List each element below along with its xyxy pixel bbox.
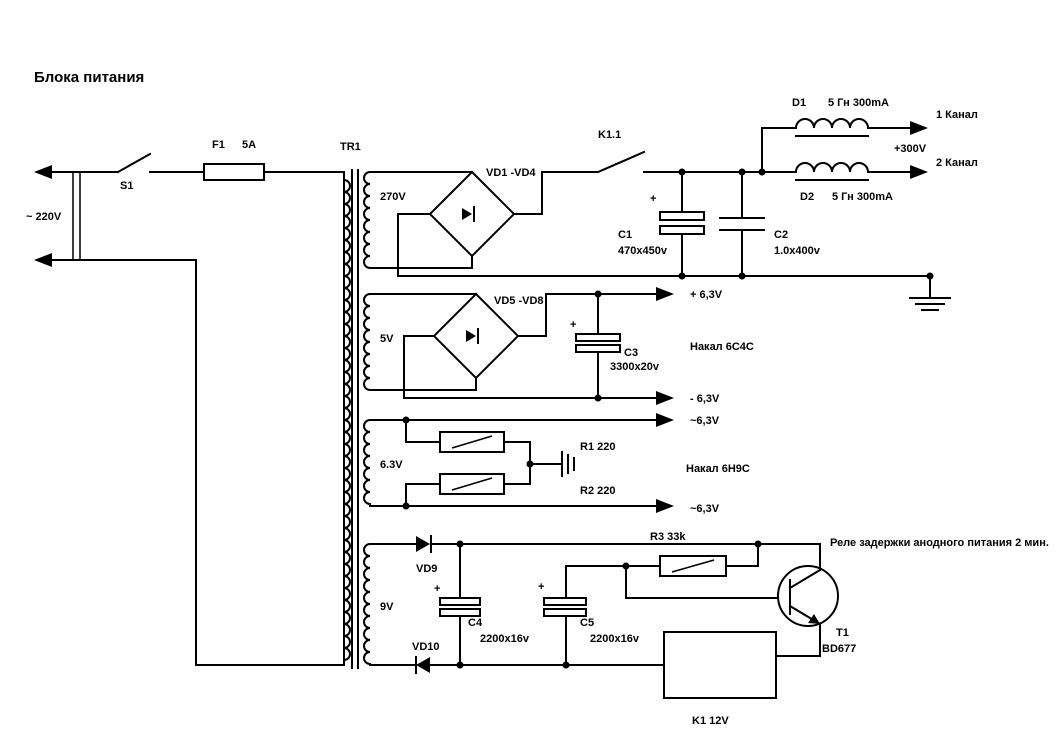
- c4-plus: +: [434, 583, 440, 595]
- c4-value: 2200x16v: [480, 633, 530, 645]
- t1-value: BD677: [822, 643, 856, 655]
- vd10-label: VD10: [412, 641, 440, 653]
- heater-dc-section: [369, 287, 674, 405]
- plus63-label: + 6,3V: [690, 289, 723, 301]
- transformer-label: TR1: [340, 141, 361, 153]
- winding-270-label: 270V: [380, 191, 406, 203]
- c5-value: 2200x16v: [590, 633, 640, 645]
- c5-label: C5: [580, 617, 594, 629]
- choke-d1-label: D1: [792, 97, 806, 109]
- c2-label: C2: [774, 229, 788, 241]
- c4-label: C4: [468, 617, 483, 629]
- t1-label: T1: [836, 627, 849, 639]
- nakal2-label: Накал 6Н9С: [686, 463, 750, 475]
- nakal1-label: Накал 6С4С: [690, 341, 754, 353]
- c1-plus: +: [650, 193, 656, 205]
- heater-ac-section: [369, 413, 674, 513]
- k1-label: K1 12V: [692, 715, 729, 727]
- c1-value: 470x450v: [618, 245, 668, 257]
- winding-5-label: 5V: [380, 333, 394, 345]
- schematic-title: Блока питания: [34, 69, 144, 86]
- hv-section: [369, 118, 951, 311]
- relay-delay-section: [369, 535, 839, 699]
- fuse-f1-label: F1: [212, 139, 225, 151]
- hv-label: +300V: [894, 143, 927, 155]
- r1-label: R1 220: [580, 441, 615, 453]
- relay-contact-label: K1.1: [598, 129, 621, 141]
- mains-input: [34, 152, 345, 666]
- fuse-f1-rating: 5A: [242, 139, 256, 151]
- ac63b-label: ~6,3V: [690, 503, 720, 515]
- winding-63-label: 6.3V: [380, 459, 403, 471]
- choke-d1-value: 5 Гн 300mA: [828, 97, 889, 109]
- vd9-label: VD9: [416, 563, 437, 575]
- output-ch1: 1 Канал: [936, 109, 978, 121]
- choke-d2-label: D2: [800, 191, 814, 203]
- transformer-tr1: [342, 169, 372, 669]
- fuse-f1: [203, 163, 265, 181]
- bridge-vd5-label: VD5 -VD8: [494, 295, 544, 307]
- bridge-vd1-label: VD1 -VD4: [486, 167, 536, 179]
- relay-note: Реле задержки анодного питания 2 мин.: [830, 537, 1049, 549]
- mains-voltage-label: ~ 220V: [26, 211, 62, 223]
- r3-label: R3 33k: [650, 531, 686, 543]
- output-ch2: 2 Канал: [936, 157, 978, 169]
- c2-value: 1.0x400v: [774, 245, 821, 257]
- minus63-label: - 6,3V: [690, 393, 720, 405]
- switch-s1-label: S1: [120, 180, 133, 192]
- c3-value: 3300x20v: [610, 361, 660, 373]
- ac63a-label: ~6,3V: [690, 415, 720, 427]
- r2-label: R2 220: [580, 485, 615, 497]
- c3-plus: +: [570, 319, 576, 331]
- c1-label: C1: [618, 229, 632, 241]
- choke-d2-value: 5 Гн 300mA: [832, 191, 893, 203]
- winding-9-label: 9V: [380, 601, 394, 613]
- c5-plus: +: [538, 581, 544, 593]
- c3-label: C3: [624, 347, 638, 359]
